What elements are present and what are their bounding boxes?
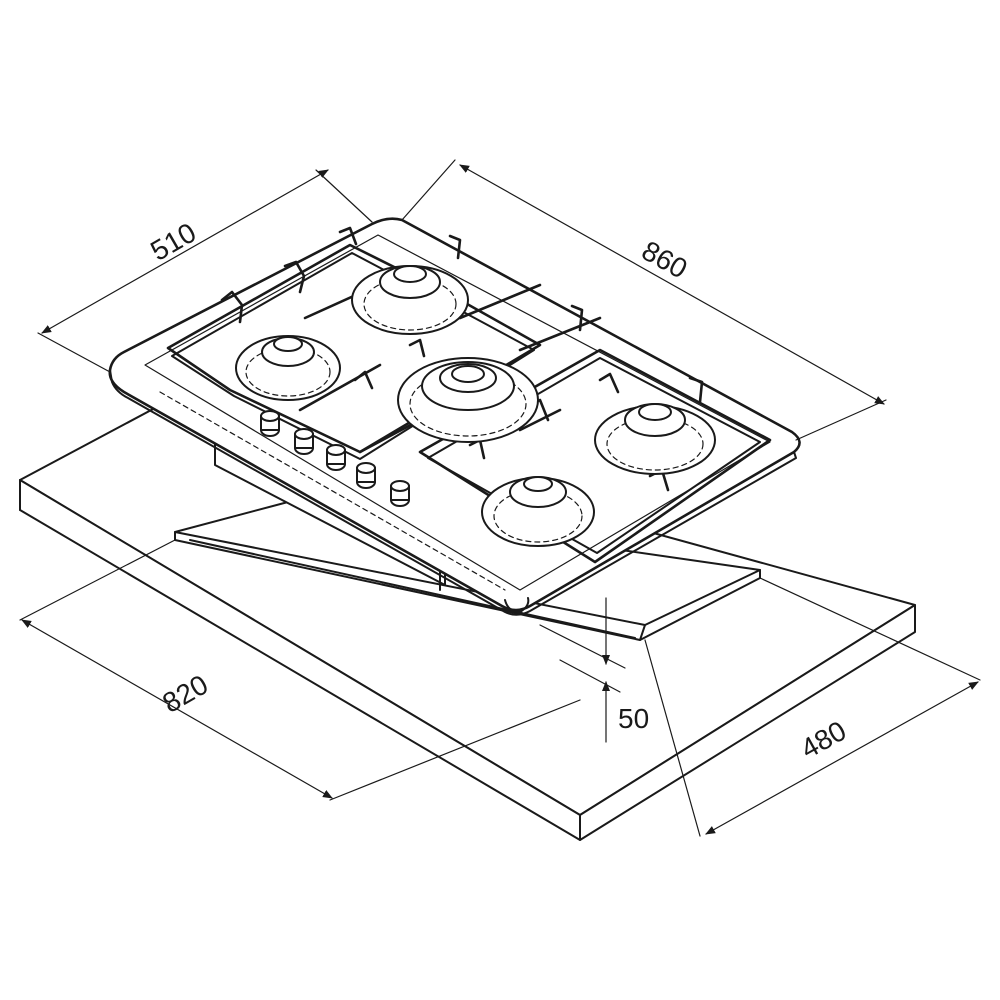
knob-2 (294, 428, 314, 455)
knob-5 (390, 480, 410, 507)
label-depth-510: 510 (145, 217, 201, 267)
knob-4 (356, 462, 376, 489)
dimension-lines (19, 159, 981, 837)
extension-line-860-a (401, 159, 456, 221)
dimension-line-480 (705, 681, 979, 835)
extension-line-860-b (795, 399, 887, 441)
burner-wok (397, 357, 539, 443)
extension-line-480-b (644, 639, 701, 837)
extension-line-820-b (329, 699, 581, 801)
extension-line-510-b (315, 169, 373, 223)
dimension-line-820 (21, 619, 333, 799)
extension-line-820-a (19, 539, 176, 621)
control-knobs (260, 410, 410, 507)
knob-1 (260, 410, 280, 437)
knob-3 (326, 444, 346, 471)
burner-semi-rapid-right (594, 403, 716, 475)
label-width-860: 860 (637, 235, 693, 285)
dimension-line-510 (41, 169, 329, 334)
extension-line-480-a (759, 577, 981, 681)
dimension-line-860 (459, 164, 885, 405)
label-height-50: 50 (618, 703, 649, 734)
extension-line-50-a (539, 624, 626, 669)
label-cutout-width-820: 820 (157, 669, 213, 719)
extension-line-50-b (559, 659, 621, 693)
burner-rapid-front (481, 476, 595, 547)
burner-auxiliary (235, 335, 341, 401)
burner-semi-rapid-back (351, 265, 469, 335)
extension-line-510-a (37, 332, 111, 373)
